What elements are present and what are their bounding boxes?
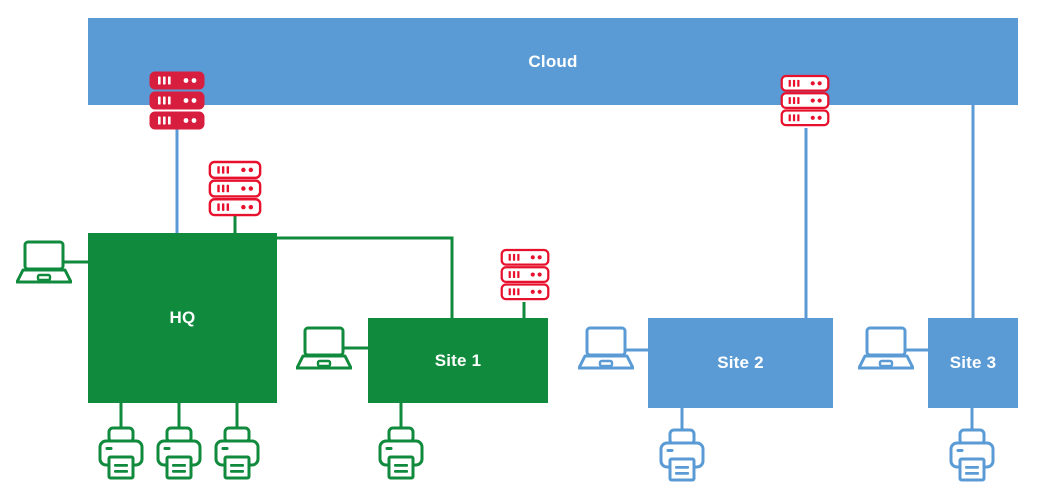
laptop-icon bbox=[296, 326, 352, 370]
laptop-site1[interactable] bbox=[296, 320, 352, 376]
printer-site3[interactable] bbox=[948, 428, 996, 484]
zone-site3[interactable]: Site 3 bbox=[928, 318, 1018, 408]
printer-site1[interactable] bbox=[377, 426, 425, 482]
printer-site2[interactable] bbox=[658, 428, 706, 484]
printer-hq-3[interactable] bbox=[213, 426, 261, 482]
printer-icon bbox=[378, 426, 424, 480]
server-icon bbox=[780, 74, 830, 127]
zone-hq-label: HQ bbox=[169, 308, 196, 327]
printer-icon bbox=[214, 426, 260, 480]
zone-hq[interactable]: HQ bbox=[88, 233, 277, 403]
server-site2-cloud[interactable] bbox=[780, 70, 830, 132]
printer-icon bbox=[659, 428, 705, 482]
printer-icon bbox=[949, 428, 995, 482]
zone-site3-label: Site 3 bbox=[949, 353, 997, 372]
server-hq-local[interactable] bbox=[208, 158, 262, 220]
server-site1[interactable] bbox=[500, 244, 550, 306]
zone-site1[interactable]: Site 1 bbox=[368, 318, 548, 403]
zone-site1-label: Site 1 bbox=[434, 350, 482, 370]
laptop-icon bbox=[578, 326, 634, 370]
zone-cloud-label: Cloud bbox=[528, 51, 578, 71]
printer-hq-1[interactable] bbox=[97, 426, 145, 482]
printer-hq-2[interactable] bbox=[155, 426, 203, 482]
link-hq-site1 bbox=[277, 236, 454, 318]
laptop-site3[interactable] bbox=[858, 320, 914, 376]
zone-cloud[interactable]: Cloud bbox=[88, 18, 1018, 105]
printer-icon bbox=[156, 426, 202, 480]
server-icon bbox=[500, 248, 550, 301]
server-hq-cloud[interactable] bbox=[148, 70, 206, 132]
printer-icon bbox=[98, 426, 144, 480]
laptop-icon bbox=[16, 240, 72, 284]
server-icon bbox=[208, 160, 262, 217]
server-icon bbox=[149, 71, 205, 130]
zone-site2[interactable]: Site 2 bbox=[648, 318, 833, 408]
zone-site2-label: Site 2 bbox=[717, 353, 764, 372]
laptop-icon bbox=[858, 326, 914, 370]
laptop-site2[interactable] bbox=[578, 320, 634, 376]
laptop-hq[interactable] bbox=[16, 234, 72, 290]
